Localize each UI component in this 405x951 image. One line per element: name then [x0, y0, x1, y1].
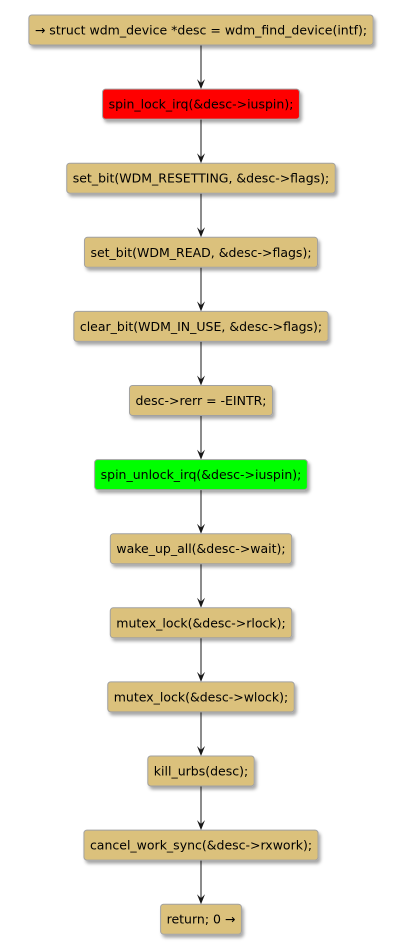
flow-edge-arrowhead [197, 227, 205, 238]
flow-node-box [109, 607, 293, 639]
flow-node-box [28, 14, 374, 46]
flow-node-set-bit-read: set_bit(WDM_READ, &desc->flags); [83, 236, 319, 268]
flow-edge-arrowhead [197, 153, 205, 164]
flow-edge-arrowhead [197, 449, 205, 460]
flow-node-return-zero: return; 0 → [160, 903, 242, 935]
flow-node-box [107, 681, 295, 713]
flow-edge-arrowhead [197, 746, 205, 756]
flow-node-spin-lock-irq: spin_lock_irq(&desc->iuspin); [102, 88, 300, 120]
flow-node-label: set_bit(WDM_READ, &desc->flags); [90, 245, 311, 260]
flow-edge-arrowhead [197, 523, 205, 534]
flow-node-label: clear_bit(WDM_IN_USE, &desc->flags); [80, 319, 322, 334]
flow-node-box [160, 903, 242, 935]
flow-node-label: mutex_lock(&desc->wlock); [114, 689, 289, 704]
flow-edge-arrowhead [197, 671, 205, 682]
flow-node-mutex-lock-rlock: mutex_lock(&desc->rlock); [109, 607, 293, 639]
flow-node-box [83, 829, 319, 861]
flow-edge-arrowhead [197, 894, 205, 905]
flow-node-label: mutex_lock(&desc->rlock); [116, 615, 285, 630]
edges-layer [197, 45, 205, 905]
flow-node-label: spin_lock_irq(&desc->iuspin); [109, 97, 294, 112]
flow-edge-arrowhead [197, 79, 205, 90]
flow-edge-arrowhead [197, 301, 205, 312]
flow-node-label: → struct wdm_device *desc = wdm_find_dev… [35, 23, 367, 38]
flow-node-box [109, 533, 293, 565]
flow-node-label: kill_urbs(desc); [154, 764, 248, 779]
nodes-layer: → struct wdm_device *desc = wdm_find_dev… [28, 14, 374, 935]
flow-node-mutex-lock-wlock: mutex_lock(&desc->wlock); [107, 681, 295, 713]
flow-node-label: spin_unlock_irq(&desc->iuspin); [101, 467, 302, 482]
flow-node-cancel-work-sync: cancel_work_sync(&desc->rxwork); [83, 829, 319, 861]
flow-node-label: set_bit(WDM_RESETTING, &desc->flags); [73, 171, 330, 186]
flow-node-set-rerr: desc->rerr = -EINTR; [128, 385, 274, 416]
flow-node-box [128, 385, 274, 416]
flow-node-box [147, 755, 255, 787]
flow-edge-arrowhead [197, 597, 205, 608]
flow-node-label: cancel_work_sync(&desc->rxwork); [90, 838, 312, 853]
flow-node-label: desc->rerr = -EINTR; [135, 393, 266, 408]
flow-node-label: return; 0 → [167, 912, 236, 927]
flow-node-box [73, 310, 329, 342]
flow-node-box [94, 459, 308, 491]
flow-node-box [83, 236, 319, 268]
flow-node-wake-up-all: wake_up_all(&desc->wait); [109, 533, 293, 565]
flow-node-get-desc: → struct wdm_device *desc = wdm_find_dev… [28, 14, 374, 46]
flow-node-clear-bit-in-use: clear_bit(WDM_IN_USE, &desc->flags); [73, 310, 329, 342]
flow-node-set-bit-resetting: set_bit(WDM_RESETTING, &desc->flags); [66, 162, 336, 194]
flow-node-box [102, 88, 300, 120]
flow-edge-arrowhead [197, 375, 205, 386]
flow-edge-arrowhead [197, 820, 205, 831]
flow-node-label: wake_up_all(&desc->wait); [116, 541, 285, 556]
flow-node-box [66, 162, 336, 194]
flow-node-kill-urbs: kill_urbs(desc); [147, 755, 255, 787]
flow-node-spin-unlock-irq: spin_unlock_irq(&desc->iuspin); [94, 459, 308, 491]
